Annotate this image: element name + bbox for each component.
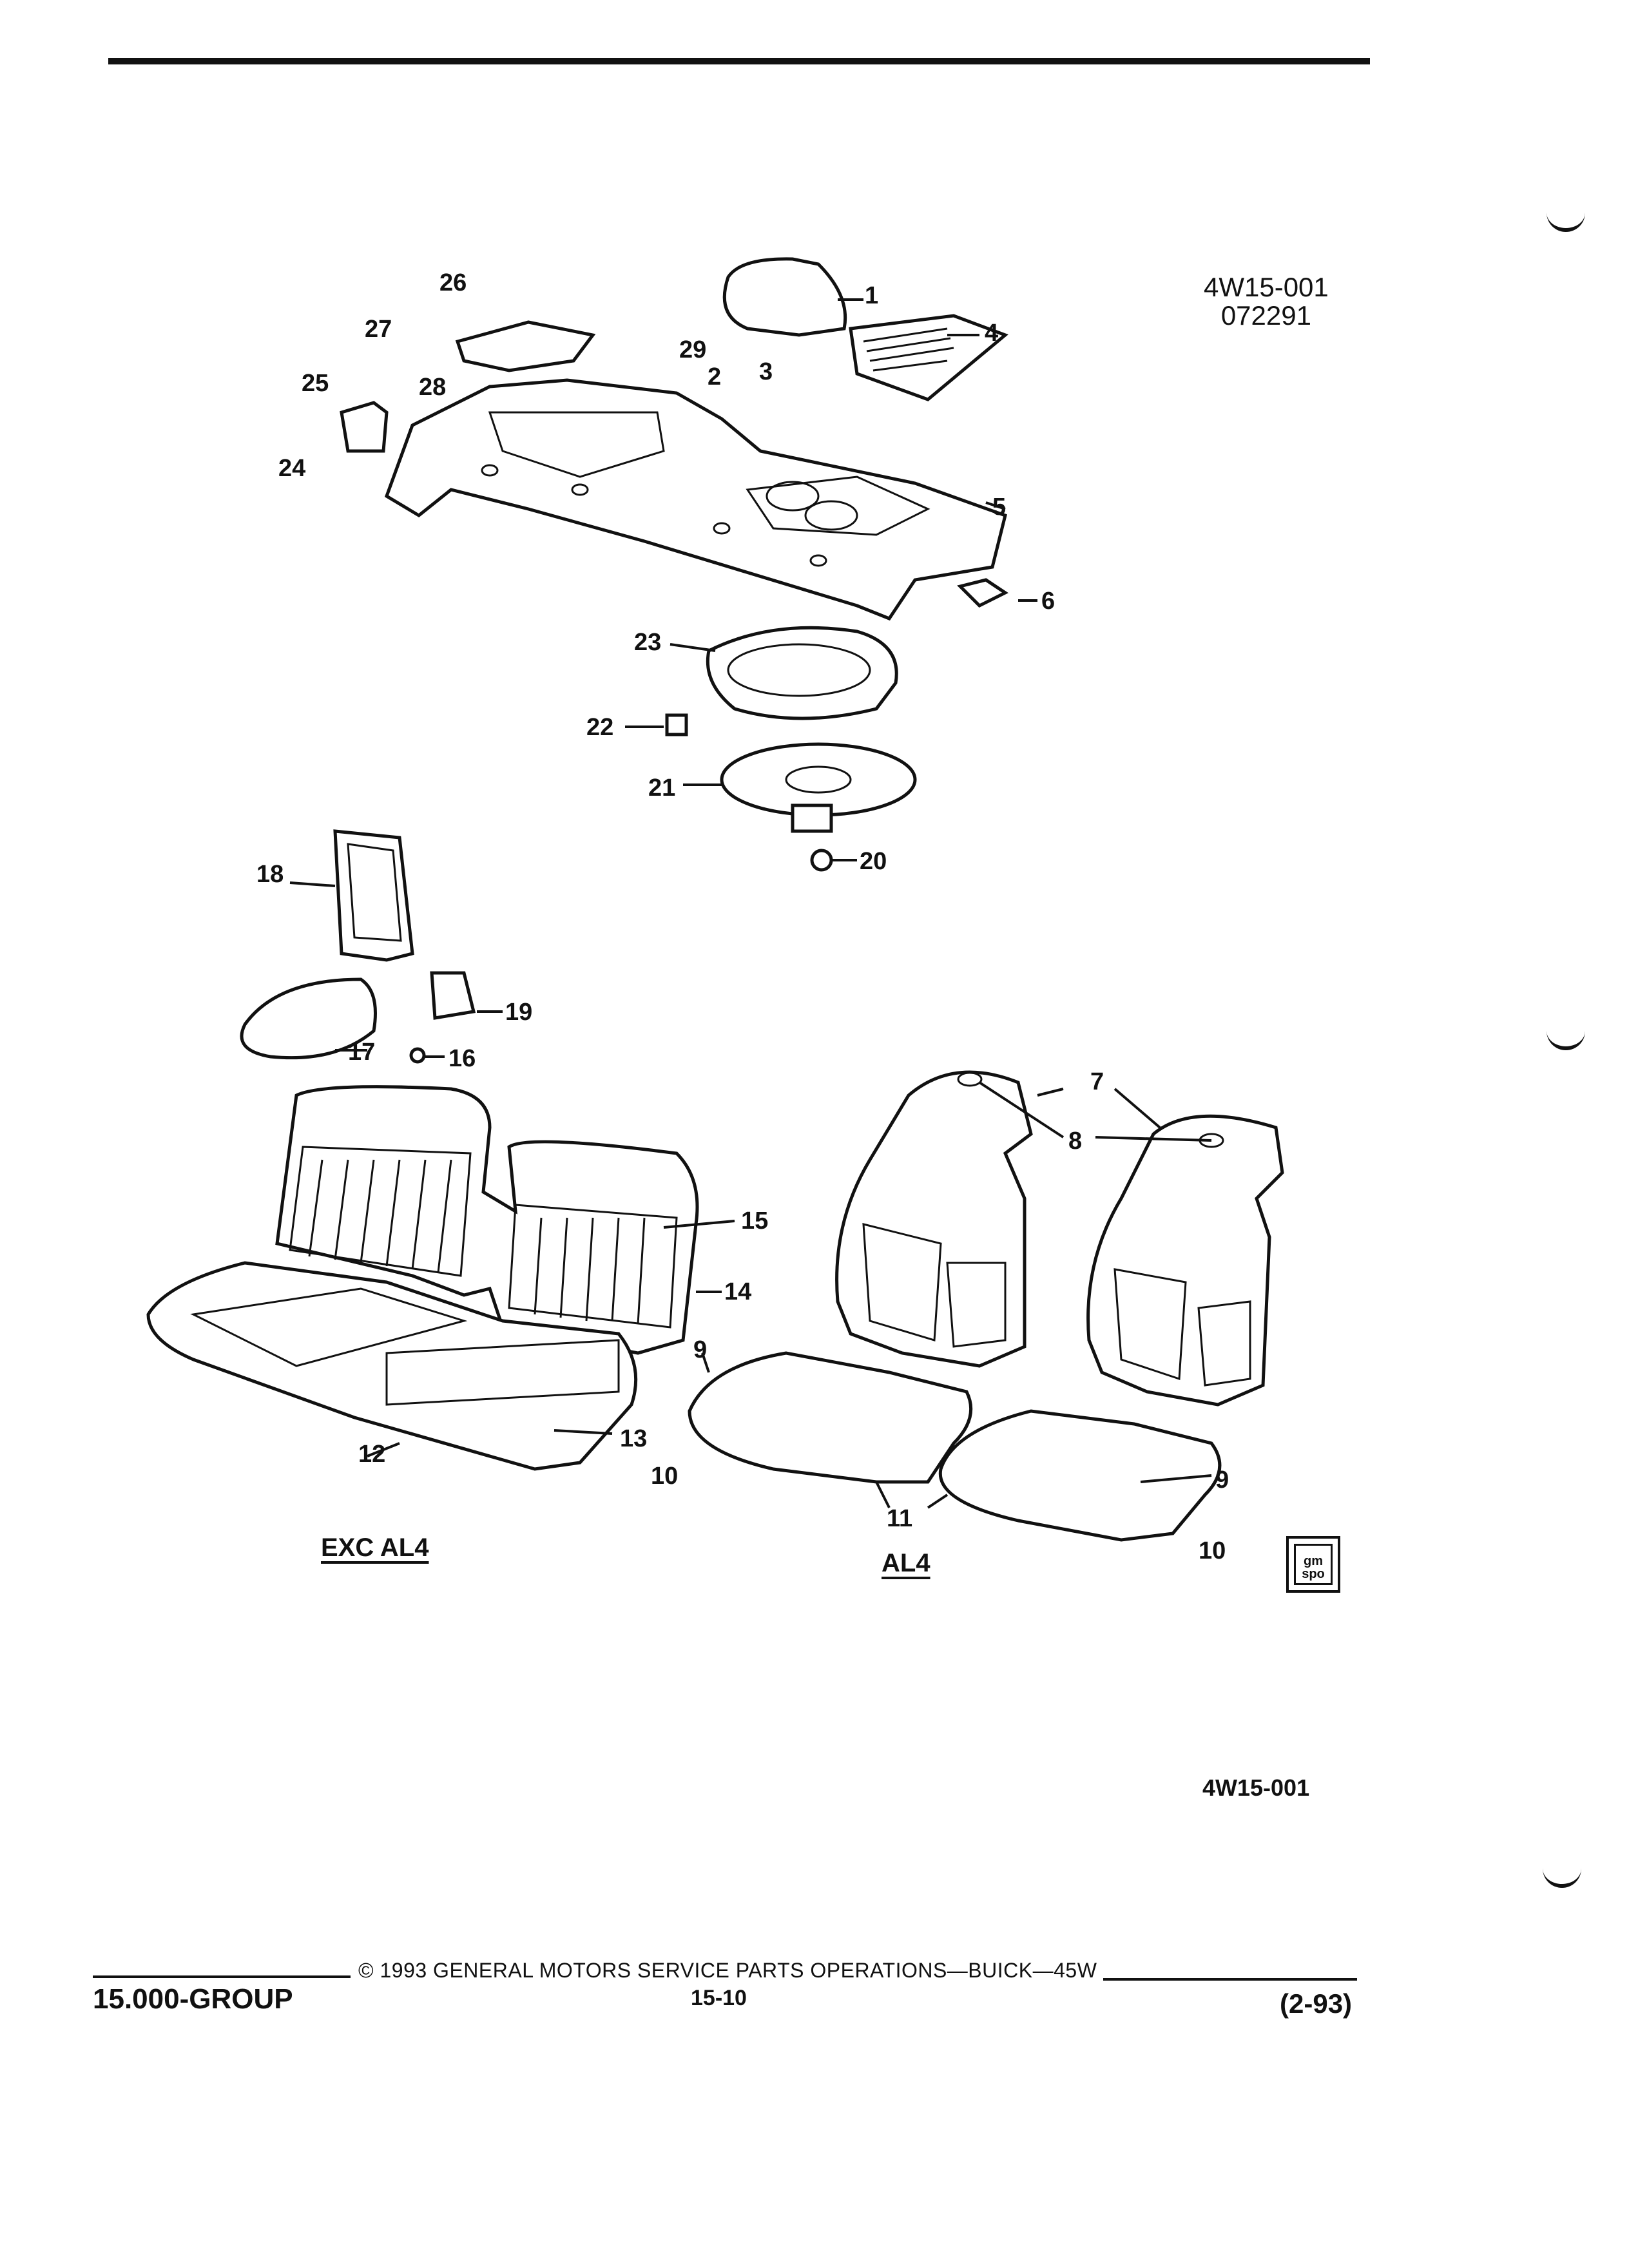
- armrest-cushion: [240, 977, 377, 1060]
- callout-12: 12: [358, 1441, 386, 1468]
- date-code: 072291: [1220, 300, 1311, 331]
- label-al4: AL4: [882, 1549, 930, 1577]
- callout-23: 23: [634, 629, 662, 656]
- screw: [810, 849, 833, 872]
- scan-mark-top: [1547, 213, 1585, 232]
- footer-rule-right: [1103, 1978, 1357, 1981]
- bucket-seat-back-right: [1086, 1114, 1284, 1407]
- callout-2: 2: [708, 363, 722, 390]
- callout-18: 18: [256, 861, 284, 888]
- callout-1: 1: [865, 282, 879, 309]
- callout-19: 19: [505, 999, 533, 1026]
- callout-26: 26: [439, 269, 467, 296]
- callout-10-left: 10: [651, 1463, 679, 1490]
- armrest-bracket: [430, 971, 476, 1020]
- retainer-clip: [957, 578, 1008, 608]
- pivot-pin: [409, 1047, 426, 1064]
- callout-3: 3: [759, 358, 773, 385]
- control-module: [455, 320, 596, 372]
- callout-9-left: 9: [693, 1336, 708, 1363]
- callout-7: 7: [1090, 1068, 1104, 1095]
- bucket-seat-cushion-right: [938, 1409, 1222, 1542]
- callout-15: 15: [741, 1207, 769, 1235]
- logo-text: gm spo: [1302, 1554, 1325, 1581]
- mount-bracket: [340, 401, 389, 453]
- footer-group: 15.000-GROUP: [93, 1983, 293, 2015]
- bench-seat-cushion: [146, 1261, 638, 1471]
- callout-16: 16: [448, 1045, 476, 1072]
- callout-25: 25: [302, 370, 329, 397]
- nut: [665, 713, 688, 736]
- footer-rule-left: [93, 1975, 351, 1978]
- footer-page-number: 15-10: [691, 1986, 747, 2010]
- callout-29: 29: [679, 336, 707, 363]
- callout-21: 21: [648, 774, 676, 802]
- bench-seat-back: [275, 1085, 699, 1355]
- rear-shelf-panel: [384, 378, 1007, 621]
- callout-22: 22: [586, 714, 614, 741]
- callout-14: 14: [724, 1278, 752, 1305]
- top-rule: [108, 58, 1370, 64]
- speaker-grille-right: [849, 314, 1008, 401]
- callout-11: 11: [887, 1505, 913, 1532]
- gm-spo-logo-icon: gm spo: [1286, 1536, 1340, 1593]
- scan-mark-bottom: [1543, 1869, 1581, 1888]
- callout-10-right: 10: [1199, 1537, 1226, 1564]
- footer-copyright: © 1993 GENERAL MOTORS SERVICE PARTS OPER…: [358, 1959, 1097, 1982]
- drawing-code: 4W15-001: [1204, 272, 1329, 302]
- callout-17: 17: [348, 1039, 376, 1066]
- bucket-seat-back-left: [835, 1070, 1033, 1368]
- drawing-code-block: 4W15-001 072291: [1204, 273, 1329, 330]
- callout-4: 4: [985, 320, 999, 347]
- callout-5: 5: [992, 494, 1007, 521]
- callout-20: 20: [860, 848, 887, 875]
- callout-6: 6: [1041, 588, 1055, 615]
- callout-24: 24: [278, 455, 306, 482]
- callout-28: 28: [419, 374, 447, 401]
- callout-13: 13: [620, 1425, 648, 1452]
- lamp-cover: [722, 257, 847, 337]
- callout-9-right: 9: [1215, 1466, 1229, 1494]
- bucket-seat-cushion-left: [688, 1351, 973, 1484]
- label-exc-al4: EXC AL4: [321, 1533, 429, 1562]
- callout-8: 8: [1068, 1128, 1083, 1155]
- speaker-housing: [706, 626, 898, 720]
- footer-date: (2-93): [1280, 1988, 1353, 2019]
- callout-27: 27: [365, 316, 392, 343]
- bottom-drawing-ref: 4W15-001: [1202, 1774, 1310, 1801]
- scan-mark-middle: [1547, 1031, 1585, 1050]
